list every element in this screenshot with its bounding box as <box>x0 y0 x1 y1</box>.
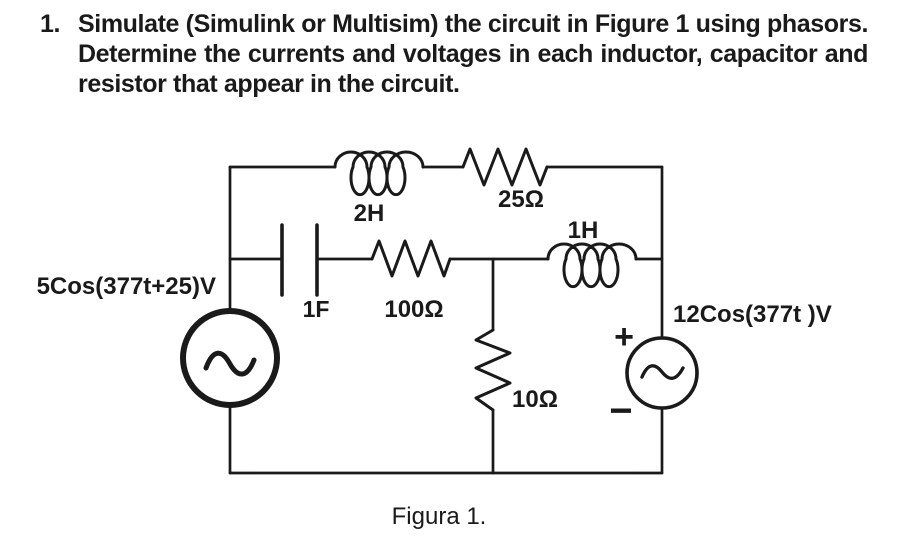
inductor-1h <box>546 242 638 289</box>
label-capacitor-1f: 1F <box>303 296 330 322</box>
label-inductor-1h: 1H <box>568 217 599 244</box>
ac-source-left <box>180 308 280 408</box>
figure-caption: Figura 1. <box>391 503 487 530</box>
plus-sign: + <box>614 318 634 356</box>
inductor-2h <box>333 150 425 197</box>
label-resistor-25ohm: 25Ω <box>498 186 544 213</box>
label-resistor-10ohm: 10Ω <box>512 386 558 413</box>
problem-line-2: Determine the currents and voltages in e… <box>78 40 868 68</box>
label-resistor-100ohm: 100Ω <box>384 296 443 323</box>
resistor-10ohm <box>474 328 512 412</box>
minus-sign: − <box>609 389 632 433</box>
problem-text: Simulate (Simulink or Multisim) the circ… <box>78 9 868 99</box>
label-inductor-2h: 2H <box>354 200 385 227</box>
sine-wave-icon <box>640 364 685 380</box>
problem-line-3: resistor that appear in the circuit. <box>78 70 460 98</box>
label-source-left: 5Cos(377t+25)V <box>37 273 216 300</box>
label-source-right: 12Cos(377t )V <box>673 301 832 328</box>
resistor-25ohm <box>461 147 549 187</box>
resistor-100ohm <box>370 239 452 278</box>
sine-wave-icon <box>203 350 257 377</box>
problem-statement: 1. Simulate (Simulink or Multisim) the c… <box>40 9 868 99</box>
ac-source-right <box>625 336 699 410</box>
problem-line-1: Simulate (Simulink or Multisim) the circ… <box>78 10 868 38</box>
problem-number: 1. <box>40 10 61 38</box>
